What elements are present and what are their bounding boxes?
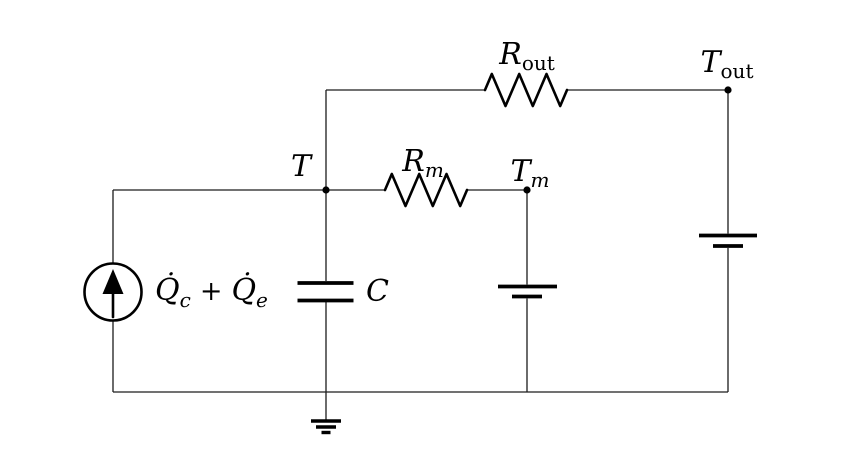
ground-icon	[311, 419, 341, 435]
label-source-heat: Q̇c+Q̇e	[155, 273, 268, 312]
label-node-tout: Tout	[701, 45, 754, 83]
capacitor	[297, 281, 354, 303]
label-resistor-rout: Rout	[498, 37, 555, 75]
battery-tout	[699, 233, 757, 248]
node-tout-dot	[724, 86, 732, 94]
current-source-arrowhead-icon	[102, 269, 124, 294]
label-node-t: T	[291, 149, 313, 184]
current-source-circle-icon	[83, 262, 143, 322]
label-resistor-rm: Rm	[401, 144, 444, 182]
current-source	[83, 262, 143, 322]
label-node-tm: Tm	[511, 154, 550, 192]
resistor-rm	[383, 172, 469, 208]
resistor-rout	[483, 72, 569, 108]
label-capacitor: C	[366, 274, 389, 309]
node-tm-dot	[523, 186, 531, 194]
node-t-dot	[322, 186, 330, 194]
wires	[112, 89, 729, 420]
battery-tm	[498, 284, 557, 299]
